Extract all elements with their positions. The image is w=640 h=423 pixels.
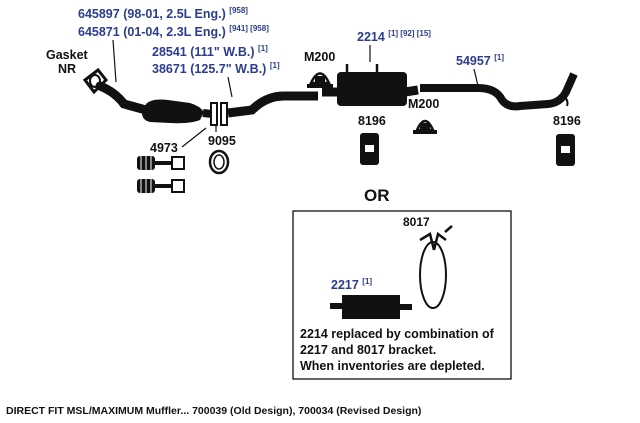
ring-label: 9095 (208, 134, 236, 148)
clamp-left-label: M200 (304, 50, 335, 64)
clamp-right-label: M200 (408, 97, 439, 111)
clamp-right (413, 119, 437, 134)
tail-label: 54957 [1] (456, 53, 504, 68)
pipe1-label: 28541 (111" W.B.) [1] (152, 44, 268, 59)
tailpipe-hook (562, 95, 569, 107)
alternative-box (292, 210, 512, 380)
cat1-label: 645897 (98-01, 2.5L Eng.) [958] (78, 6, 248, 21)
alt-muffler-label: 2217 [1] (331, 277, 372, 292)
bracket-label: 8017 (403, 215, 430, 229)
hanger-left (360, 133, 379, 165)
note-line-2: 2217 and 8017 bracket. (300, 343, 436, 357)
pipe2-label: 38671 (125.7" W.B.) [1] (152, 61, 280, 76)
tail-leader-line (473, 68, 479, 87)
muffler-2214 (322, 64, 419, 106)
gasket-label: Gasket (46, 48, 89, 62)
tailpipe (420, 72, 578, 111)
note-line-1: 2214 replaced by combination of (300, 327, 495, 341)
or-label: OR (364, 186, 390, 205)
ring-1 (210, 102, 218, 126)
hanger-right-label: 8196 (553, 114, 581, 128)
bolt-leader-line (181, 127, 207, 148)
bracket-8017 (419, 225, 453, 309)
bolt-label: 4973 (150, 141, 178, 155)
gasket-nr-label: NR (58, 62, 76, 76)
muffler-2217 (330, 295, 412, 319)
ring-2 (220, 102, 228, 126)
intermediate-pipe (227, 91, 318, 118)
clamp-left (307, 72, 333, 88)
bolt-spring-1 (137, 156, 185, 170)
catalytic-converter (95, 81, 213, 124)
gasket-flange (82, 67, 109, 95)
cat2-label: 645871 (01-04, 2.3L Eng.) [941] [958] (78, 24, 269, 39)
pipe-leader-line (227, 76, 233, 98)
cat-leader-line (112, 39, 117, 83)
diagram-caption: DIRECT FIT MSL/MAXIMUM Muffler... 700039… (6, 405, 422, 417)
muffler-label: 2214 [1] [92] [15] (357, 29, 431, 44)
note-line-3: When inventories are depleted. (300, 359, 485, 373)
hanger-right (556, 134, 575, 166)
hanger-left-label: 8196 (358, 114, 386, 128)
bolt-spring-2 (137, 179, 185, 193)
